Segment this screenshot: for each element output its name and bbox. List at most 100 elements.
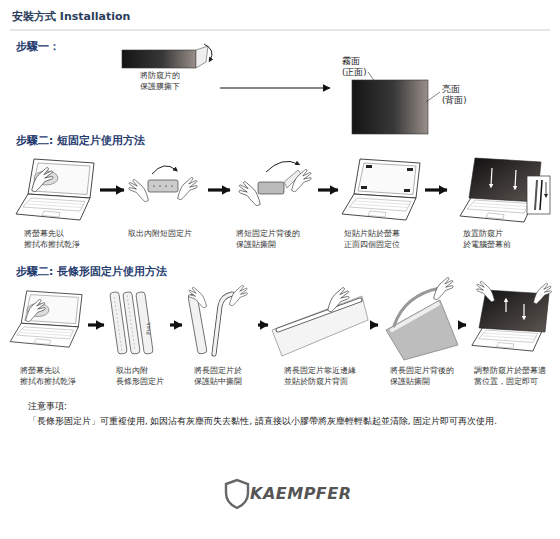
laptop xyxy=(16,159,94,220)
curved-arrow xyxy=(266,161,298,172)
hand xyxy=(434,278,454,300)
shield-outline xyxy=(226,480,248,508)
step-panel: 將長固定片背後的 保護貼撕開 xyxy=(378,285,460,395)
fixing-tab xyxy=(361,186,367,189)
lid-profile xyxy=(535,180,537,210)
step-panel: 將短固定片背後的 保護貼撕開 xyxy=(230,155,318,258)
step-arrow xyxy=(318,188,338,191)
step-heading: 步驟二: 長條形固定片使用方法 xyxy=(16,265,167,279)
protective-film xyxy=(196,46,208,68)
hand xyxy=(32,168,53,192)
hand xyxy=(239,182,260,206)
long-strip-fill xyxy=(214,294,232,354)
step-caption: 將長固定片於 保護貼中撕開 xyxy=(194,365,252,387)
step-panel: 將螢幕先以 擦拭布擦拭乾淨 xyxy=(12,155,100,258)
step-arrow xyxy=(100,188,124,191)
step-arrow xyxy=(208,188,230,191)
note-text: 「長條形固定片」可重複使用, 如因沾有灰塵而失去黏性, 請直接以小膠帶將灰塵輕輕… xyxy=(28,416,497,428)
laptop xyxy=(10,291,82,347)
step-caption: 取出內附 長條形固定片 xyxy=(116,365,170,387)
short-tab-art xyxy=(129,166,197,202)
step-panel: 取出內附短固定片 xyxy=(124,155,208,258)
step-panel: 調整防窺片於螢幕適 當位置，固定即可 xyxy=(466,285,552,395)
hand xyxy=(189,287,207,308)
hand xyxy=(477,281,495,302)
step-heading: 步驟二: 短固定片使用方法 xyxy=(16,134,145,148)
detail-inset xyxy=(527,176,550,214)
backing-film xyxy=(394,288,440,326)
step-caption: 取出內附短固定片 xyxy=(128,228,206,239)
strip-split-art xyxy=(188,285,248,354)
surface-label: 霧面 (正面) xyxy=(342,56,372,78)
step-panel: 霧面 (正面) 亮面 (背面) xyxy=(330,54,470,136)
wipe-screen-art xyxy=(16,159,94,220)
step-panel: 將長固定片於 保護貼中撕開 xyxy=(182,285,258,395)
place-filter-art xyxy=(460,158,550,222)
step-arrow xyxy=(220,87,330,88)
step-caption: 將螢幕先以 擦拭布擦拭乾淨 xyxy=(24,228,88,250)
surface-label: 亮面 (背面) xyxy=(442,84,472,106)
hand xyxy=(328,288,349,312)
brand-logo: KAEMPFER xyxy=(250,484,352,503)
step-caption: 將短固定片背後的 保護貼撕開 xyxy=(236,228,308,250)
page-title: 安裝方式 Installation xyxy=(12,9,130,24)
tab-dots xyxy=(153,186,173,187)
hand xyxy=(229,285,247,306)
hand xyxy=(292,170,312,192)
down-arrow xyxy=(546,182,547,196)
long-strip xyxy=(136,292,154,355)
step-panel: 放置防窺片 於電腦螢幕前 xyxy=(447,155,552,258)
tabs-on-screen-art xyxy=(342,159,420,220)
step-arrow xyxy=(425,188,447,191)
down-arrow xyxy=(491,168,492,186)
privacy-film-back xyxy=(272,296,368,356)
step-arrow xyxy=(258,323,268,326)
strip-on-film-art xyxy=(272,288,368,356)
brand-shield xyxy=(226,480,248,508)
step-arrow xyxy=(370,323,378,326)
tab-peel-art xyxy=(239,161,311,206)
step-panel: 取出內附 長條形固定片 xyxy=(104,285,170,395)
adjust-filter-art xyxy=(472,281,552,351)
wipe-screen-art xyxy=(10,291,82,347)
long-strip xyxy=(214,294,232,354)
step-arrow xyxy=(88,323,104,326)
step-caption: 短貼片貼於螢幕 正面四個固定位 xyxy=(344,228,408,250)
leader-line xyxy=(368,72,384,94)
fixing-tab xyxy=(366,165,372,168)
fixing-tab xyxy=(148,180,178,192)
step-panel: 將螢幕先以 擦拭布擦拭乾淨 xyxy=(8,285,88,395)
film-peel-art xyxy=(122,44,212,68)
step-caption: 將長固定片背後的 保護貼撕開 xyxy=(390,365,460,387)
step-panel: 將長固定片靠近邊緣 並貼於防窺片背面 xyxy=(268,285,370,395)
strip-backing-peel-art xyxy=(386,278,458,360)
hand xyxy=(129,180,149,202)
privacy-film xyxy=(122,50,196,68)
fixing-tab xyxy=(407,168,413,171)
long-strips-art xyxy=(110,292,154,355)
strip-print: push xyxy=(144,322,152,335)
hand xyxy=(533,283,551,304)
fixing-tab xyxy=(258,182,284,194)
step-caption: 將防窺片的 保護膜撕下 xyxy=(140,70,188,92)
step-caption: 調整防窺片於螢幕適 當位置，固定即可 xyxy=(474,365,552,387)
hand xyxy=(178,178,198,200)
step-panel: 將防窺片的 保護膜撕下 xyxy=(116,46,220,102)
step-panel: 短貼片貼於螢幕 正面四個固定位 xyxy=(338,155,425,258)
step-heading: 步驟一： xyxy=(16,40,60,54)
leader-line xyxy=(426,92,440,102)
step-caption: 將螢幕先以 擦拭布擦拭乾淨 xyxy=(20,365,84,387)
step-arrow xyxy=(460,323,466,326)
long-strip xyxy=(278,300,360,330)
privacy-film-back xyxy=(386,300,458,360)
step-arrow xyxy=(170,323,182,326)
laptop xyxy=(342,159,420,220)
film-profile xyxy=(540,180,542,210)
privacy-film xyxy=(352,80,428,134)
title-rule xyxy=(10,30,550,31)
hand xyxy=(26,300,46,322)
up-arrow xyxy=(505,300,506,312)
